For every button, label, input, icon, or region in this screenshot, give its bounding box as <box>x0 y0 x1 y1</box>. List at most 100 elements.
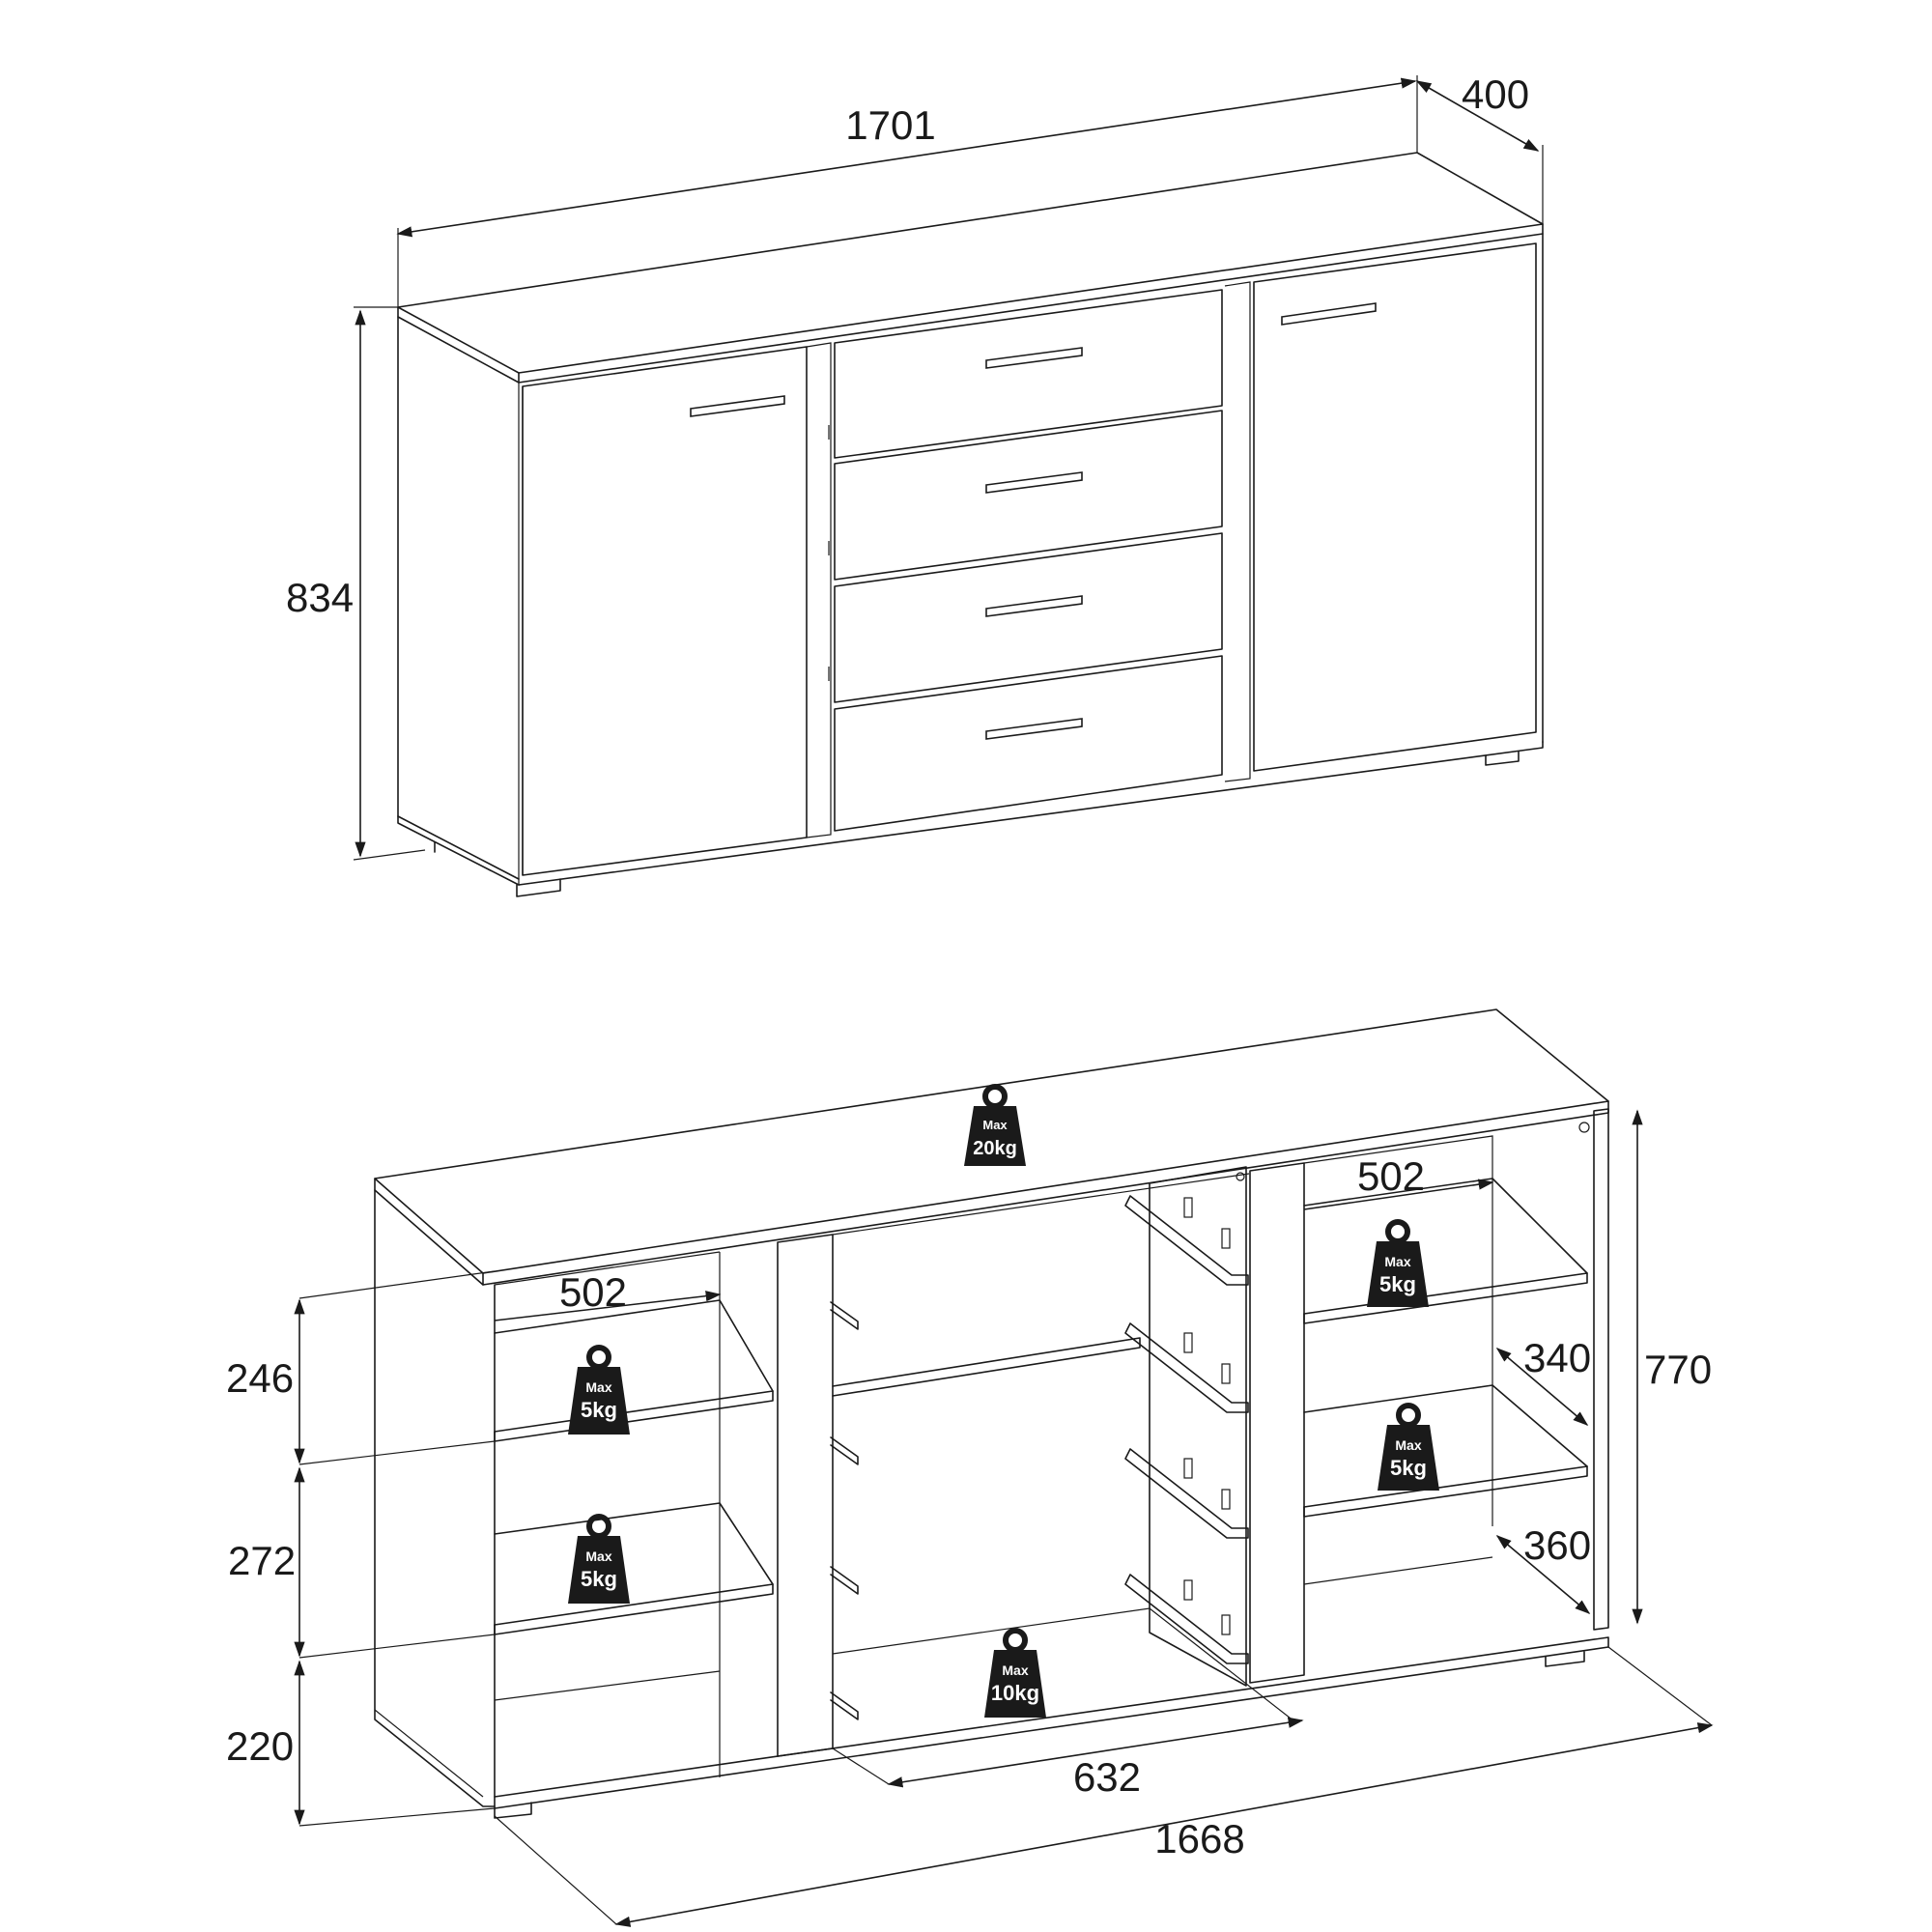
dim-label-compartment-1: 246 <box>226 1355 294 1401</box>
dim-label-depth: 400 <box>1462 71 1529 117</box>
dim-label-inner-width: 1668 <box>1154 1816 1244 1861</box>
closed-foot-left <box>516 878 561 897</box>
open-top-front-edge <box>482 1100 1609 1286</box>
dim-label-right-upper: 340 <box>1523 1335 1591 1380</box>
open-center-back-top <box>832 1173 1250 1236</box>
weight-icon-bottom-center: Max 10kg <box>984 1628 1046 1718</box>
closed-drawer-3-handle <box>985 595 1083 617</box>
dim-line-depth <box>1415 80 1540 152</box>
closed-drawer-2 <box>834 410 1223 581</box>
closed-left-side <box>397 316 520 886</box>
open-right-shelf-lower <box>1303 1384 1588 1508</box>
closed-drawer-4 <box>834 655 1223 832</box>
closed-drawer-3 <box>834 532 1223 703</box>
svg-text:Max: Max <box>585 1548 611 1564</box>
closed-sideboard: 1701 400 834 <box>286 71 1544 897</box>
open-left-shelf-upper-front <box>494 1390 774 1442</box>
open-center-floor <box>832 1607 1295 1722</box>
dim-line-width <box>396 77 1417 238</box>
open-right-partition <box>1249 1162 1305 1684</box>
dim-label-right-shelf-depth: 502 <box>1357 1153 1425 1199</box>
closed-left-door-edge <box>518 383 524 885</box>
dim-ext-compartment-1-bottom <box>298 1440 496 1465</box>
open-right-runners <box>1124 1195 1249 1664</box>
open-left-runners <box>830 1301 859 1720</box>
svg-text:Max: Max <box>982 1118 1008 1132</box>
open-right-back <box>1303 1135 1493 1526</box>
open-foot-right <box>1545 1651 1585 1667</box>
open-foot-left <box>494 1802 532 1819</box>
dim-ext-compartment-1-top <box>298 1270 496 1299</box>
dim-label-right-lower: 360 <box>1523 1522 1591 1568</box>
dim-label-width: 1701 <box>845 102 935 148</box>
dim-ext-compartment-3-bottom <box>298 1807 496 1827</box>
dim-line-right-upper <box>1495 1347 1589 1427</box>
dim-line-left-shelf-depth <box>494 1291 722 1321</box>
closed-left-side-inner <box>397 815 520 880</box>
closed-left-door <box>522 346 808 876</box>
svg-text:5kg: 5kg <box>581 1398 617 1422</box>
dim-line-right-lower <box>1495 1534 1591 1615</box>
svg-text:5kg: 5kg <box>1390 1456 1427 1480</box>
svg-text:5kg: 5kg <box>581 1567 617 1591</box>
svg-text:Max: Max <box>585 1379 611 1395</box>
dim-ext-center-width-left <box>832 1747 890 1785</box>
closed-foot-right <box>1485 751 1520 766</box>
svg-text:10kg: 10kg <box>991 1681 1039 1705</box>
dim-ext-height-bottom <box>353 849 426 861</box>
closed-right-door <box>1253 242 1537 772</box>
closed-right-door-handle <box>1281 302 1377 326</box>
open-right-bottom <box>1303 1556 1493 1585</box>
open-right-shelf-lower-front <box>1303 1465 1588 1518</box>
dim-label-height: 834 <box>286 575 354 620</box>
closed-top-surface <box>397 152 1544 374</box>
open-left-shelf-upper <box>494 1299 774 1433</box>
closed-drawer-1 <box>834 289 1223 459</box>
closed-top-front-edge <box>518 223 1544 384</box>
open-left-bottom <box>494 1670 721 1701</box>
closed-drawer-1-handle <box>985 347 1083 369</box>
open-left-shelf-lower <box>494 1502 774 1626</box>
dim-ext-compartment-2-bottom <box>298 1634 496 1659</box>
weight-icon-left-lower: Max 5kg <box>568 1514 630 1604</box>
weight-icon-right-lower: Max 5kg <box>1378 1403 1439 1491</box>
open-right-shelf-upper <box>1303 1178 1588 1315</box>
dim-label-compartment-2: 272 <box>228 1538 296 1583</box>
open-left-shelf-lower-front <box>494 1583 774 1635</box>
svg-text:20kg: 20kg <box>973 1138 1017 1159</box>
dim-label-center-width: 632 <box>1073 1754 1141 1800</box>
dim-label-left-shelf-depth: 502 <box>559 1269 627 1315</box>
open-drawer-side-panel <box>1149 1166 1247 1687</box>
closed-drawer-4-handle <box>985 718 1083 740</box>
open-bottom-board <box>494 1636 1609 1809</box>
open-screw-hole-top <box>1236 1172 1245 1181</box>
closed-center-post-right <box>1224 281 1251 782</box>
weight-icon-top: Max 20kg <box>964 1084 1026 1166</box>
closed-left-door-handle <box>690 395 785 417</box>
svg-text:5kg: 5kg <box>1379 1272 1416 1296</box>
dim-line-inner-width <box>614 1722 1714 1927</box>
open-right-side <box>1593 1108 1609 1631</box>
open-runner-brackets <box>1183 1197 1231 1635</box>
closed-center-post-left <box>806 342 832 838</box>
svg-text:Max: Max <box>1002 1662 1028 1678</box>
svg-text:Max: Max <box>1395 1437 1421 1453</box>
dim-label-inner-height: 770 <box>1644 1347 1712 1392</box>
open-left-side-inner <box>374 1709 484 1798</box>
dim-line-right-shelf-depth <box>1303 1179 1494 1210</box>
open-left-side <box>374 1189 496 1807</box>
open-screw-hole-right <box>1578 1122 1590 1133</box>
svg-text:Max: Max <box>1384 1254 1410 1269</box>
closed-drawer-2-handle <box>985 471 1083 494</box>
dim-ext-inner-width-left <box>494 1815 617 1925</box>
dim-ext-inner-width-right <box>1607 1646 1713 1726</box>
open-right-shelf-upper-front <box>1303 1272 1588 1324</box>
closed-bottom-edge <box>518 741 1544 886</box>
weight-icon-left-upper: Max 5kg <box>568 1345 630 1435</box>
dim-label-compartment-3: 220 <box>226 1723 294 1769</box>
open-left-partition <box>777 1234 834 1757</box>
open-center-shelf <box>832 1337 1141 1397</box>
open-left-back <box>494 1251 721 1777</box>
